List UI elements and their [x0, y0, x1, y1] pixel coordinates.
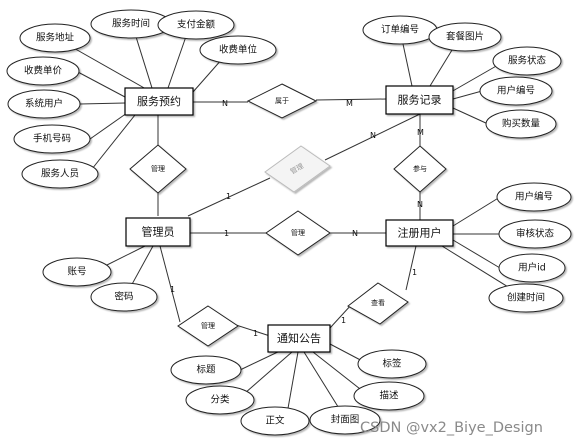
svg-text:系统用户: 系统用户 [25, 98, 63, 110]
relationship-user-record: 参与 [393, 145, 447, 193]
relationship-admin-record: 管理 [264, 145, 331, 193]
relationship-admin-notice: 管理 [177, 305, 239, 347]
svg-text:分类: 分类 [210, 394, 230, 406]
cardinality-label: 1 [253, 329, 258, 338]
attribute-ellipse: 用户id [498, 253, 566, 283]
attribute-ellipse: 审核状态 [498, 219, 572, 249]
svg-text:服务记录: 服务记录 [398, 94, 442, 107]
attribute-ellipse: 购买数量 [485, 109, 557, 139]
attribute-ellipse: 收费单价 [6, 56, 80, 86]
relationship-admin-reservation: 管理 [129, 144, 187, 194]
entity-admin: 管理员 [125, 217, 191, 247]
relationship-reserve: 属于 [246, 83, 318, 119]
svg-text:查看: 查看 [371, 298, 385, 307]
svg-text:创建时间: 创建时间 [507, 292, 545, 304]
attribute-ellipse: 服务人员 [21, 159, 99, 189]
entity-reservation: 服务预约 [124, 87, 194, 116]
relationship-user-notice: 查看 [347, 282, 409, 325]
cardinality-label: 1 [226, 192, 231, 201]
svg-text:审核状态: 审核状态 [516, 228, 555, 240]
cardinalities: N M 1 N M N 1 N 1 1 1 1 [170, 99, 424, 338]
svg-text:订单编号: 订单编号 [381, 24, 419, 36]
cardinality-label: M [417, 128, 424, 137]
svg-text:密码: 密码 [114, 291, 133, 303]
svg-text:标题: 标题 [196, 364, 216, 376]
svg-text:用户编号: 用户编号 [515, 191, 553, 203]
svg-text:注册用户: 注册用户 [398, 226, 442, 240]
cardinality-label: N [352, 229, 358, 238]
attribute-ellipse: 系统用户 [7, 89, 81, 119]
svg-text:服务人员: 服务人员 [41, 168, 79, 180]
attribute-ellipse: 服务时间 [90, 9, 172, 39]
cardinality-label: 1 [341, 316, 346, 325]
attribute-ellipse: 创建时间 [488, 283, 564, 313]
svg-text:收费单位: 收费单位 [219, 44, 258, 56]
attribute-ellipse: 手机号码 [13, 124, 91, 154]
svg-text:管理: 管理 [201, 321, 215, 330]
attribute-ellipse: 正文 [240, 406, 310, 436]
svg-text:服务预约: 服务预约 [137, 95, 181, 108]
svg-text:服务时间: 服务时间 [112, 18, 150, 30]
svg-text:账号: 账号 [67, 267, 86, 278]
entity-service-record: 服务记录 [385, 85, 454, 115]
cardinality-label: 1 [412, 268, 417, 277]
csdn-watermark: CSDN @vx2_Biye_Design [360, 420, 543, 436]
svg-text:购买数量: 购买数量 [502, 118, 541, 130]
attribute-ellipse: 用户编号 [479, 76, 553, 106]
svg-text:套餐图片: 套餐图片 [446, 31, 484, 43]
svg-text:用户编号: 用户编号 [497, 85, 535, 97]
cardinality-label: N [417, 200, 423, 209]
svg-text:管理: 管理 [151, 164, 165, 173]
attribute-ellipse: 服务状态 [492, 46, 562, 76]
attribute-ellipse: 标签 [357, 349, 427, 379]
cardinality-label: M [346, 99, 353, 108]
svg-text:服务地址: 服务地址 [36, 32, 75, 44]
svg-text:收费单价: 收费单价 [24, 65, 63, 77]
cardinality-label: 1 [224, 229, 229, 238]
entity-registered-user: 注册用户 [385, 219, 454, 247]
svg-text:描述: 描述 [379, 390, 399, 402]
svg-text:服务状态: 服务状态 [508, 55, 547, 67]
svg-text:属于: 属于 [275, 97, 289, 105]
attribute-ellipse: 服务地址 [19, 23, 91, 53]
attribute-ellipse: 账号 [42, 257, 112, 287]
attribute-ellipse: 封面图 [309, 405, 381, 435]
svg-text:封面图: 封面图 [331, 414, 360, 426]
attribute-ellipse: 支付金额 [157, 10, 235, 40]
svg-text:标签: 标签 [382, 358, 402, 370]
cardinality-label: 1 [170, 285, 175, 294]
svg-text:管理员: 管理员 [142, 225, 175, 239]
svg-text:参与: 参与 [413, 164, 427, 173]
cardinality-label: N [222, 99, 228, 108]
attribute-ellipse: 密码 [90, 282, 158, 312]
svg-text:管理: 管理 [291, 228, 305, 237]
entity-notice: 通知公告 [267, 324, 331, 353]
svg-text:通知公告: 通知公告 [277, 331, 321, 345]
attribute-ellipse: 套餐图片 [428, 22, 502, 52]
attribute-ellipse: 标题 [170, 355, 242, 385]
svg-text:支付金额: 支付金额 [177, 19, 216, 31]
svg-text:正文: 正文 [265, 415, 285, 427]
svg-text:手机号码: 手机号码 [33, 133, 71, 145]
attribute-ellipse: 分类 [185, 385, 255, 415]
attribute-ellipse: 用户编号 [496, 182, 572, 212]
attribute-ellipse: 描述 [353, 381, 425, 411]
attribute-ellipse: 收费单位 [199, 35, 277, 65]
svg-text:用户id: 用户id [518, 262, 546, 274]
relationship-admin-user: 管理 [265, 210, 331, 256]
cardinality-label: N [370, 131, 376, 140]
attribute-ellipse: 订单编号 [362, 15, 438, 45]
